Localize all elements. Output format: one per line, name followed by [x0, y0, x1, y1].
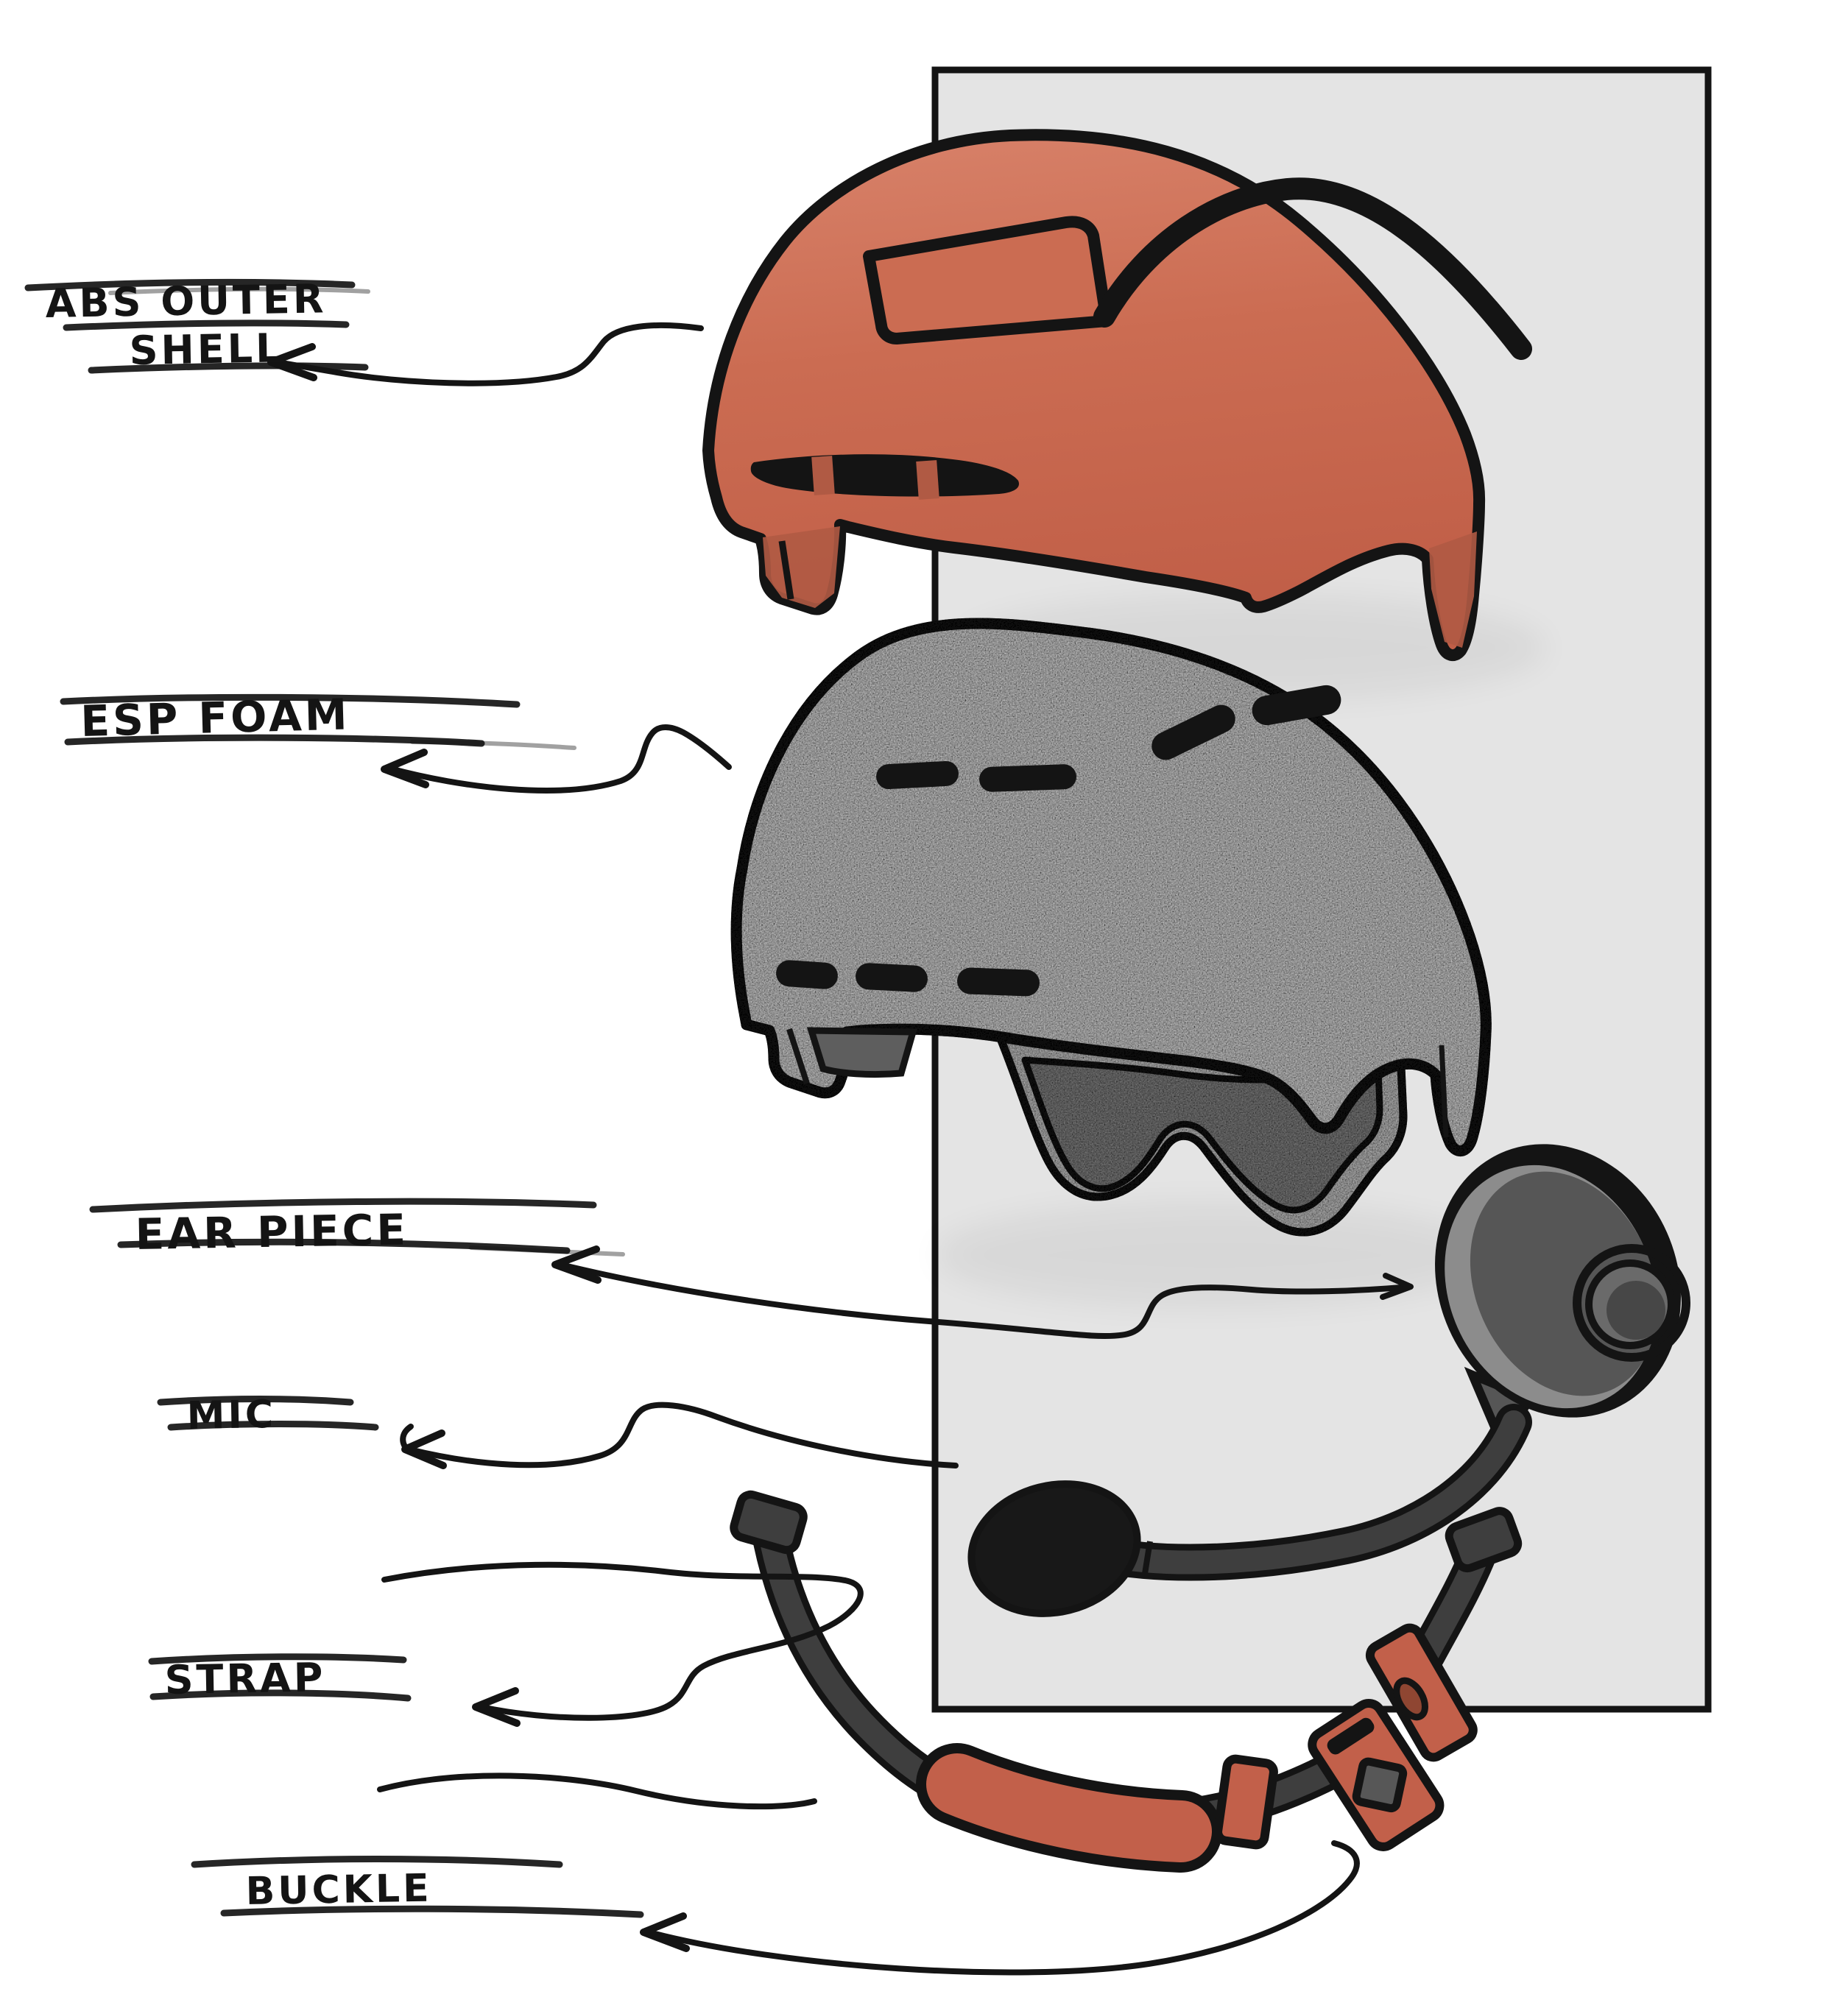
- chin-pad: [926, 1753, 1212, 1862]
- hand-rule-echo: [108, 286, 370, 295]
- hand-rule-echo: [410, 740, 576, 750]
- chin-strap: [730, 1490, 1523, 1873]
- arrowhead: [267, 343, 317, 381]
- hand-rule: [149, 1689, 412, 1702]
- arrowhead-curl: [400, 1424, 414, 1452]
- shell-front-vent-dividers: [811, 456, 939, 500]
- label-strap: STRAP: [148, 1653, 412, 1703]
- mic-windscreen: [967, 1480, 1141, 1617]
- mic-boom-joint: [1141, 1541, 1153, 1579]
- label-ear-piece: EAR PIECE: [89, 1198, 625, 1259]
- arrowhead: [381, 749, 429, 788]
- foam-front-tab-fold: [786, 1028, 810, 1085]
- hand-rule: [63, 319, 350, 331]
- label-abs-outer-shell: ABS OUTER SHELL: [24, 275, 370, 374]
- hand-rule: [64, 734, 485, 747]
- arrowhead: [551, 1245, 602, 1284]
- helmet-foam-shell: [730, 618, 1492, 1156]
- shell-rear-tab: [1429, 531, 1477, 648]
- hand-rule: [157, 1396, 354, 1406]
- labels: ABS OUTER SHELL ESP FOAM EAR PIECE MIC S…: [24, 275, 644, 1918]
- leader-buckle-arrow: [646, 1840, 1360, 1976]
- shell-front-tab-fold: [778, 540, 794, 600]
- strap-keeper: [1213, 1754, 1278, 1850]
- leader-strap-arrow: [381, 1561, 864, 1721]
- buckle-male: [1365, 1623, 1478, 1762]
- ear-piece-speaker-ring: [1573, 1244, 1690, 1362]
- leader-ear-piece-arrow: [558, 1262, 1412, 1340]
- mic-assembly: [967, 1404, 1532, 1617]
- leader-shell-arrow: [275, 322, 704, 386]
- label-abs-outer-line1: ABS OUTER: [45, 275, 327, 327]
- hand-rule-echo: [469, 1245, 625, 1257]
- buckle-hole: [1352, 1757, 1408, 1813]
- arrowhead: [401, 1429, 447, 1469]
- hand-rule: [88, 362, 369, 374]
- label-mic-text: MIC: [186, 1393, 276, 1438]
- ear-piece-speaker-center: [1607, 1281, 1665, 1340]
- hand-rule: [24, 279, 356, 291]
- hand-rule: [60, 693, 521, 708]
- leader-buckle-swoosh: [377, 1773, 817, 1810]
- label-esp-foam: ESP FOAM: [60, 689, 576, 750]
- panel-shadow: [935, 1204, 1495, 1307]
- helmet-outer-shell: [702, 129, 1532, 662]
- label-mic: MIC: [157, 1393, 379, 1438]
- label-ear-piece-text: EAR PIECE: [135, 1205, 409, 1259]
- strap-right-end-cap: [1445, 1507, 1523, 1573]
- foam-vents: [776, 685, 1341, 997]
- hand-rule: [148, 1653, 407, 1665]
- shell-top-stripe: [1093, 177, 1532, 360]
- strap-left-end-cap: [730, 1490, 808, 1555]
- hand-rule: [220, 1905, 644, 1918]
- label-buckle: BUCKLE: [191, 1856, 644, 1918]
- hand-rule: [117, 1238, 571, 1254]
- hand-rule: [167, 1421, 379, 1431]
- hand-rule: [89, 1198, 597, 1213]
- foam-underbrim-shadow: [806, 1027, 917, 1078]
- arrowhead: [472, 1687, 521, 1727]
- arrowhead-small: [1380, 1273, 1414, 1300]
- leader-mic-arrow: [406, 1402, 959, 1469]
- foam-rear-tab-fold: [1439, 1045, 1449, 1138]
- leader-foam-arrow: [387, 724, 732, 794]
- hand-rule: [191, 1856, 563, 1868]
- leader-arrows: [267, 322, 1414, 1976]
- buckle: [1308, 1699, 1445, 1851]
- mic-boom: [1090, 1410, 1526, 1574]
- arrowhead: [640, 1912, 690, 1952]
